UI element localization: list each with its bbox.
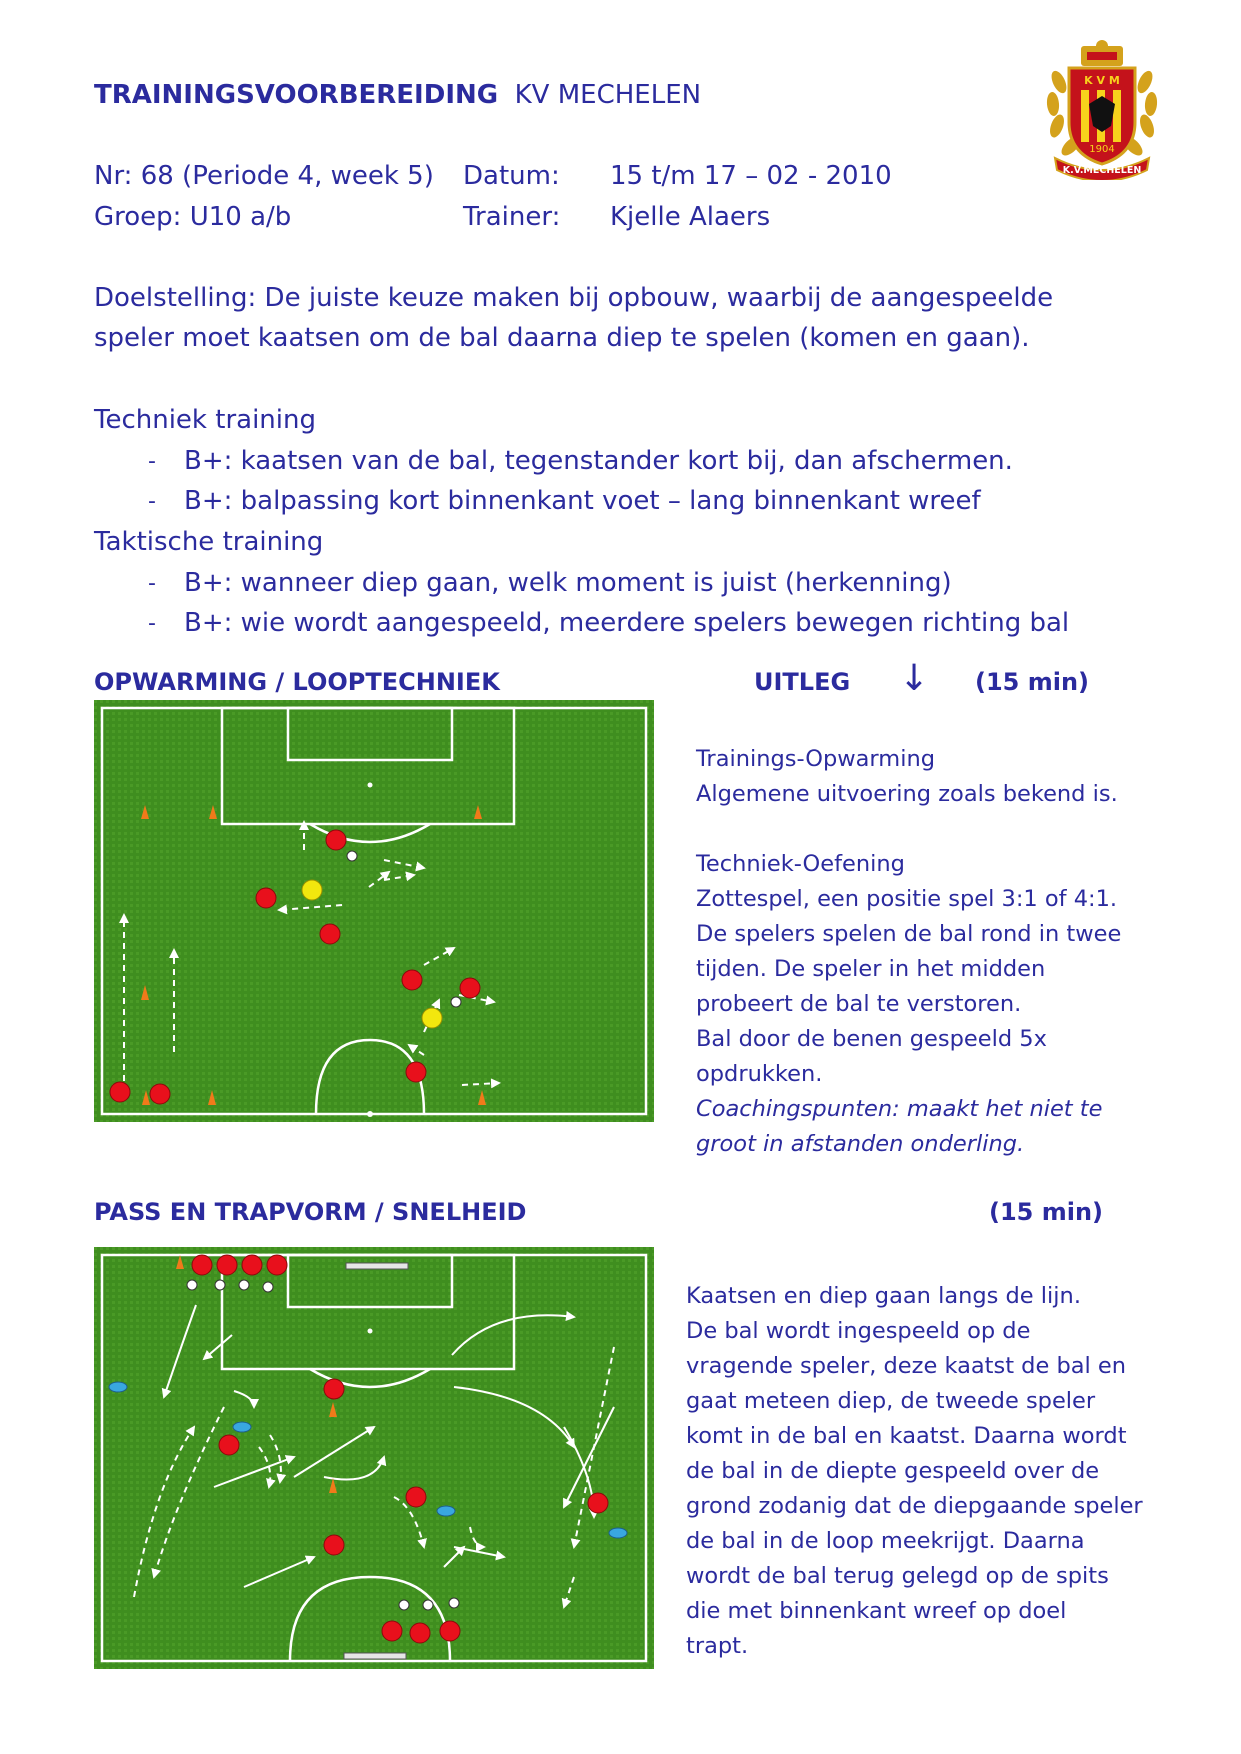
- logo-year: 1904: [1089, 144, 1114, 155]
- section2-duration: (15 min): [989, 1198, 1104, 1226]
- warmup-line: Algemene uitvoering zoals bekend is.: [696, 781, 1118, 807]
- trainer-label: Trainer:: [463, 202, 561, 232]
- techniek-heading: Techniek training: [94, 405, 316, 435]
- oefening-line: Bal door de benen gespeeld 5x: [696, 1026, 1047, 1052]
- club-logo: K V M 1904 K.V.MECHELEN: [1046, 40, 1158, 180]
- oefening-heading: Techniek-Oefening: [696, 851, 905, 877]
- logo-banner: K.V.MECHELEN: [1063, 165, 1142, 176]
- bullet-dash: -: [148, 449, 156, 474]
- pitch-diagram-passing: [94, 1247, 654, 1669]
- section2-title: PASS EN TRAPVORM / SNELHEID: [94, 1198, 527, 1226]
- oefening-line: Zottespel, een positie spel 3:1 of 4:1.: [696, 886, 1118, 912]
- exercise-line: gaat meteen diep, de tweede speler: [686, 1388, 1096, 1414]
- exercise-line: de bal in de loop meekrijgt. Daarna: [686, 1528, 1085, 1554]
- bullet-dash: -: [148, 489, 156, 514]
- exercise-line: Kaatsen en diep gaan langs de lijn.: [686, 1283, 1081, 1309]
- taktiek-heading: Taktische training: [94, 527, 324, 557]
- trainer-value: Kjelle Alaers: [610, 202, 771, 232]
- pitch-diagram-warmup: [94, 700, 654, 1122]
- exercise-line: wordt de bal terug gelegd op de spits: [686, 1563, 1109, 1589]
- groep-label: Groep: U10 a/b: [94, 202, 292, 232]
- exercise-line: trapt.: [686, 1633, 749, 1659]
- datum-value: 15 t/m 17 – 02 - 2010: [610, 161, 892, 191]
- uitleg-label: UITLEG: [754, 668, 851, 696]
- coaching-line: groot in afstanden onderling.: [696, 1131, 1025, 1157]
- title-bold: TRAININGSVOORBEREIDING: [94, 80, 499, 110]
- datum-label: Datum:: [463, 161, 560, 191]
- bullet-dash: -: [148, 571, 156, 596]
- section2-explanation: Kaatsen en diep gaan langs de lijn. De b…: [686, 1279, 1166, 1664]
- doelstelling-line1: Doelstelling: De juiste keuze maken bij …: [94, 283, 1054, 313]
- oefening-line: De spelers spelen de bal rond in twee: [696, 921, 1122, 947]
- warmup-heading: Trainings-Opwarming: [696, 746, 935, 772]
- taktiek-item-1: B+: wanneer diep gaan, welk moment is ju…: [184, 568, 952, 598]
- exercise-line: grond zodanig dat de diepgaande speler: [686, 1493, 1143, 1519]
- techniek-item-1: B+: kaatsen van de bal, tegenstander kor…: [184, 446, 1013, 476]
- title-club: KV MECHELEN: [514, 80, 702, 110]
- logo-top-text: K V M: [1084, 74, 1120, 87]
- coaching-line: Coachingspunten: maakt het niet te: [696, 1096, 1103, 1122]
- exercise-line: die met binnenkant wreef op doel: [686, 1598, 1067, 1624]
- section1-duration: (15 min): [975, 668, 1090, 696]
- bullet-dash: -: [148, 611, 156, 636]
- header-title: TRAININGSVOORBEREIDING KV MECHELEN: [94, 80, 701, 110]
- taktiek-item-2: B+: wie wordt aangespeeld, meerdere spel…: [184, 608, 1070, 638]
- exercise-line: vragende speler, deze kaatst de bal en: [686, 1353, 1127, 1379]
- oefening-line: opdrukken.: [696, 1061, 823, 1087]
- nr-label: Nr: 68 (Periode 4, week 5): [94, 161, 434, 191]
- down-arrow-icon: ↓: [899, 658, 930, 699]
- oefening-line: probeert de bal te verstoren.: [696, 991, 1022, 1017]
- techniek-item-2: B+: balpassing kort binnenkant voet – la…: [184, 486, 981, 516]
- exercise-line: komt in de bal en kaatst. Daarna wordt: [686, 1423, 1127, 1449]
- section1-explanation: Trainings-Opwarming Algemene uitvoering …: [696, 742, 1156, 1162]
- oefening-line: tijden. De speler in het midden: [696, 956, 1046, 982]
- doelstelling-line2: speler moet kaatsen om de bal daarna die…: [94, 323, 1030, 353]
- section1-title: OPWARMING / LOOPTECHNIEK: [94, 668, 500, 696]
- exercise-line: de bal in de diepte gespeeld over de: [686, 1458, 1100, 1484]
- exercise-line: De bal wordt ingespeeld op de: [686, 1318, 1031, 1344]
